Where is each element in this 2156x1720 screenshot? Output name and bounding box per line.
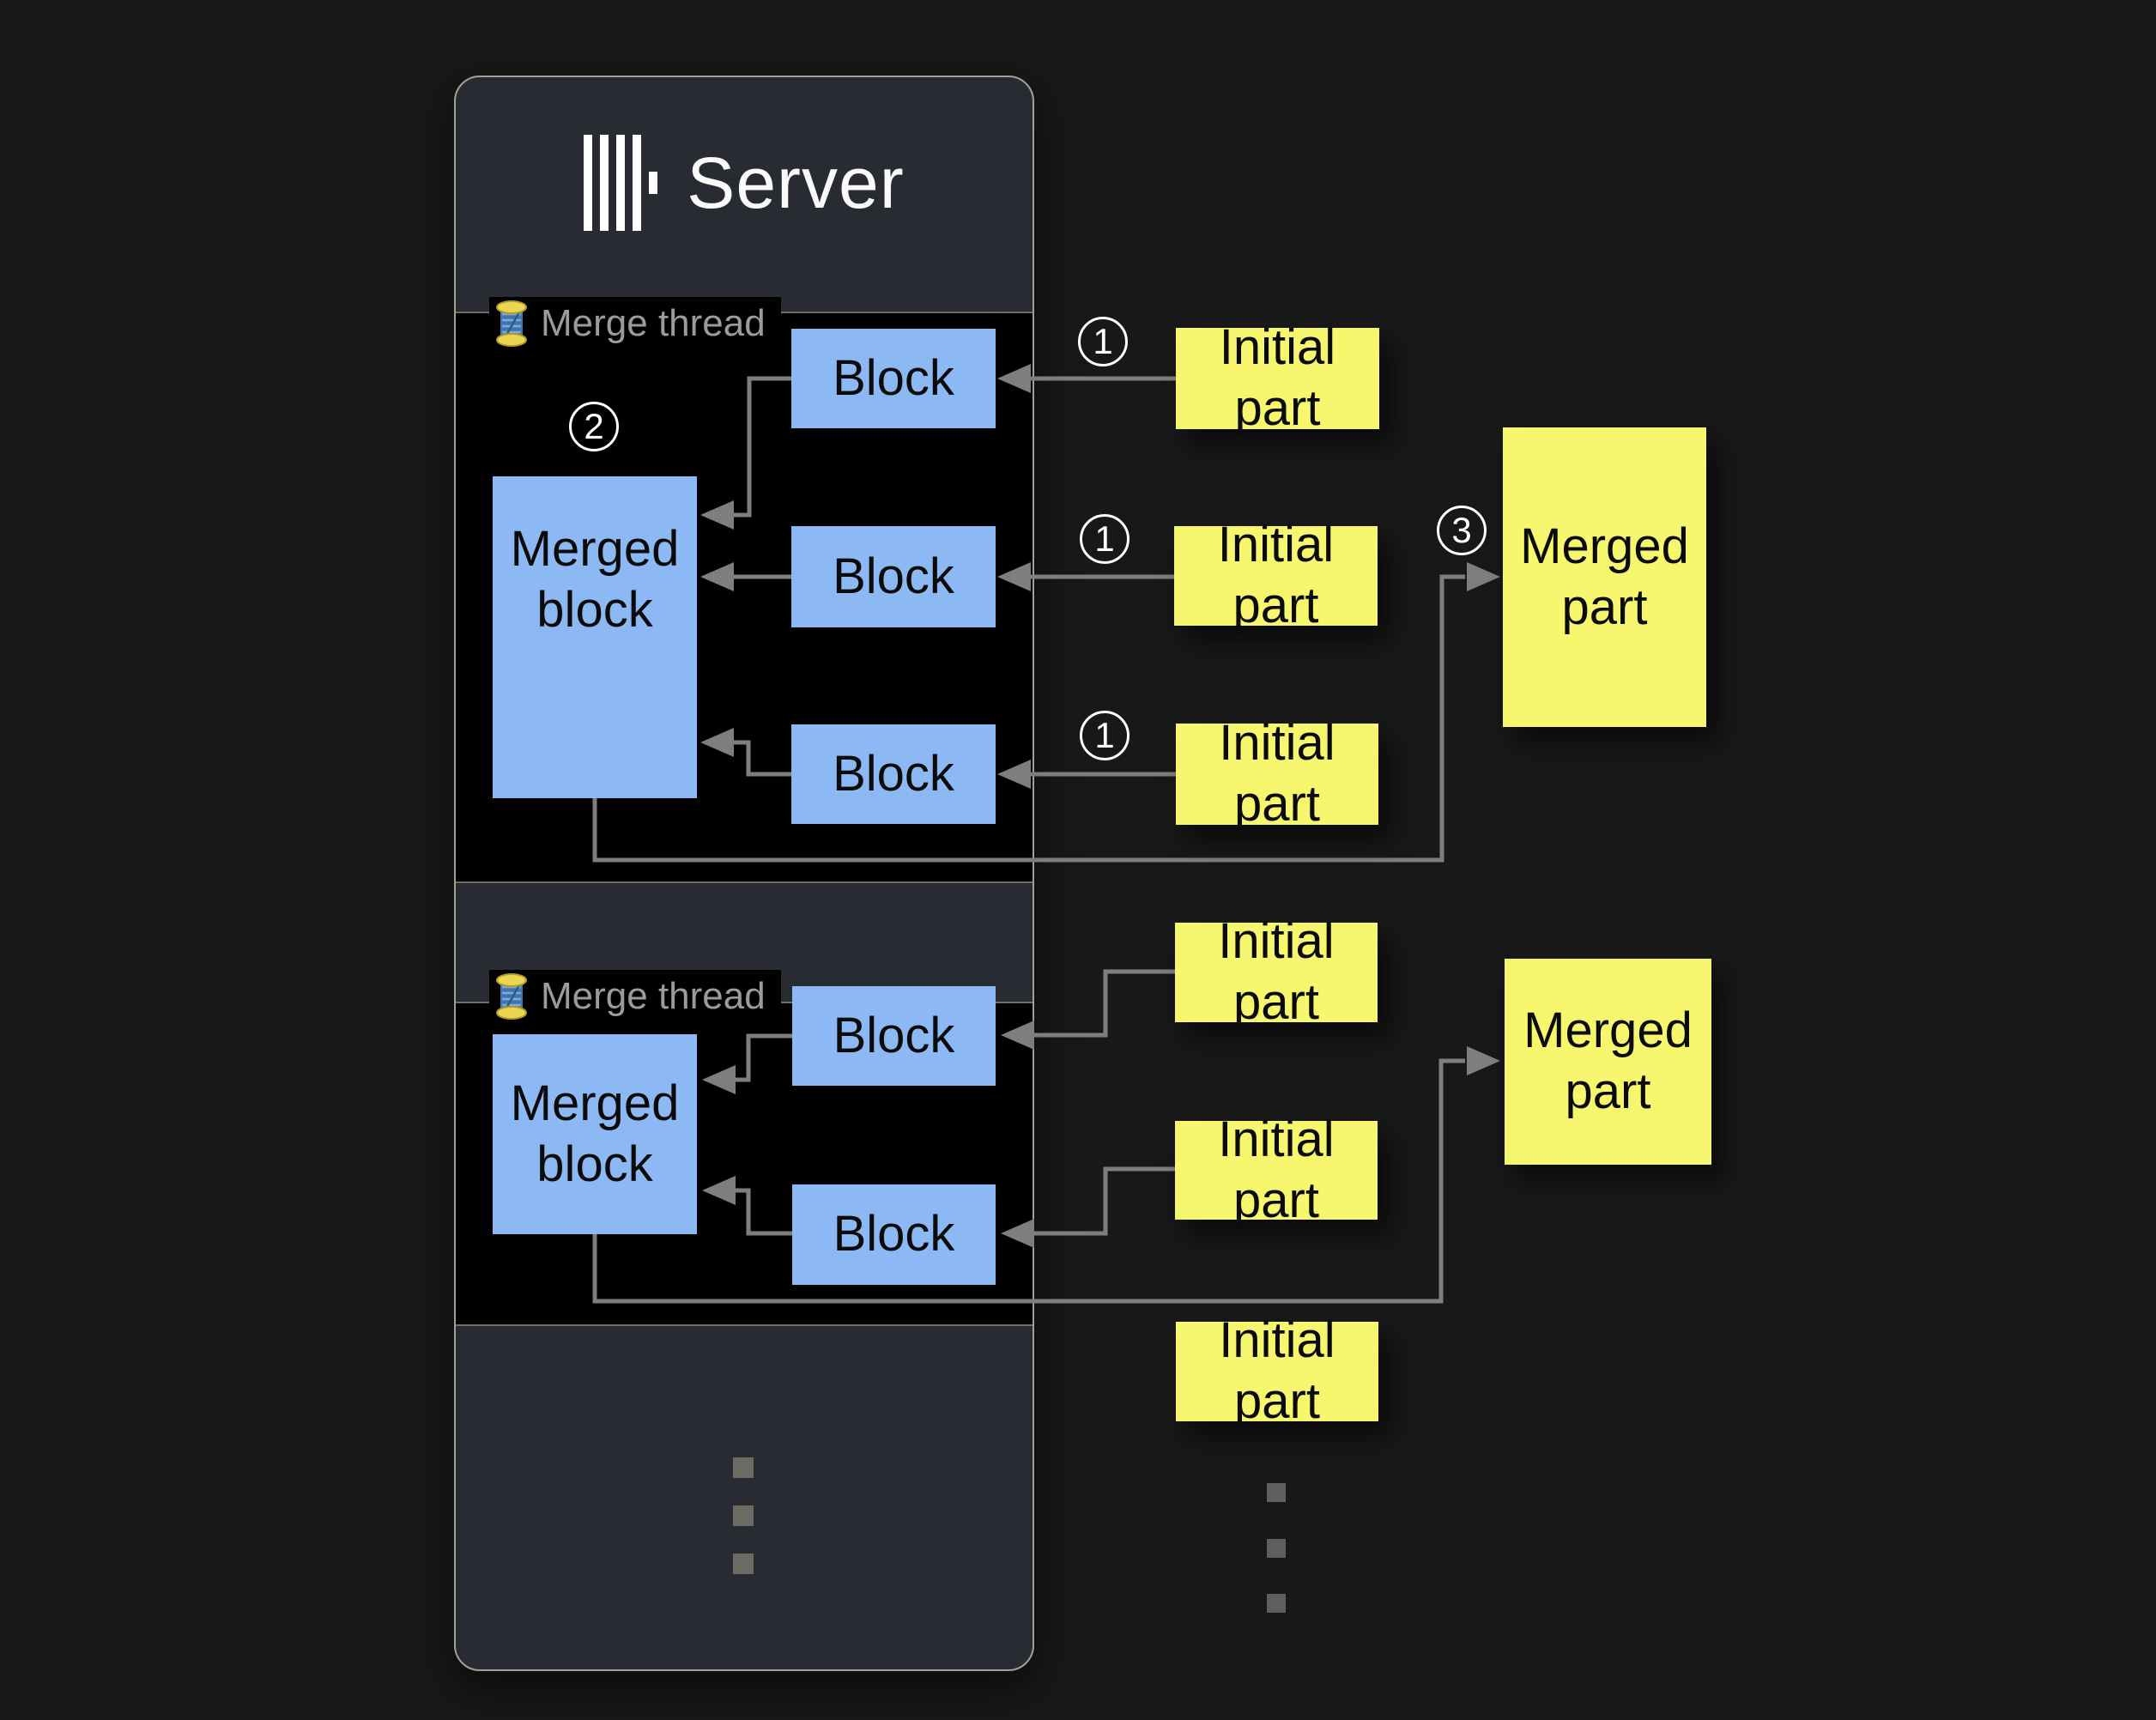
arrow-initial1-to-block1 bbox=[997, 364, 1176, 393]
merged-block-box: Merged block bbox=[493, 476, 697, 798]
thread-spool-icon bbox=[496, 973, 527, 1020]
arrow-block1-to-merged-block bbox=[700, 376, 791, 530]
step-badge-1: 1 bbox=[1080, 711, 1129, 760]
merged-block-box: Merged block bbox=[493, 1034, 697, 1234]
server-header: Server bbox=[454, 127, 1034, 239]
arrow-initial2-to-block2 bbox=[997, 562, 1174, 591]
block-box: Block bbox=[791, 724, 996, 824]
merge-thread-label-1: Merge thread bbox=[489, 297, 781, 350]
block-box: Block bbox=[791, 329, 996, 428]
merge-thread-label-text: Merge thread bbox=[541, 975, 766, 1017]
merge-thread-label-text: Merge thread bbox=[541, 302, 766, 344]
block-box: Block bbox=[792, 1184, 996, 1285]
initial-part-box: Initial part bbox=[1176, 715, 1378, 832]
initial-part-box: Initial part bbox=[1176, 1312, 1378, 1429]
initial-part-box: Initial part bbox=[1175, 1111, 1378, 1228]
thread-spool-icon bbox=[496, 300, 527, 347]
step-badge-3: 3 bbox=[1437, 506, 1487, 555]
step-badge-1: 1 bbox=[1078, 317, 1128, 366]
initial-part-box: Initial part bbox=[1175, 913, 1378, 1030]
block-box: Block bbox=[791, 526, 996, 627]
arrow-initial5-to-block5 bbox=[1001, 1166, 1175, 1248]
arrow-block2-to-merged-block bbox=[700, 562, 791, 591]
step-badge-2: 2 bbox=[569, 402, 619, 451]
arrow-merged-block-to-merged-part-1 bbox=[592, 562, 1500, 863]
merged-part-box: Merged part bbox=[1503, 427, 1706, 727]
step-badge-1: 1 bbox=[1080, 514, 1129, 564]
arrow-block3-to-merged-block bbox=[700, 728, 791, 777]
arrow-initial3-to-block3 bbox=[997, 760, 1176, 789]
merge-thread-label-2: Merge thread bbox=[489, 970, 781, 1023]
arrow-block4-to-merged-block-2 bbox=[702, 1033, 792, 1094]
clickhouse-logo-icon bbox=[584, 135, 658, 231]
initial-part-box: Initial part bbox=[1176, 319, 1379, 436]
merged-part-box: Merged part bbox=[1505, 959, 1711, 1165]
arrow-block5-to-merged-block-2 bbox=[702, 1176, 792, 1236]
arrow-initial4-to-block4 bbox=[1001, 969, 1175, 1050]
block-box: Block bbox=[792, 986, 996, 1086]
initial-part-box: Initial part bbox=[1174, 517, 1378, 633]
arrow-merged-block-to-merged-part-2 bbox=[592, 1046, 1500, 1304]
server-title: Server bbox=[687, 142, 905, 223]
